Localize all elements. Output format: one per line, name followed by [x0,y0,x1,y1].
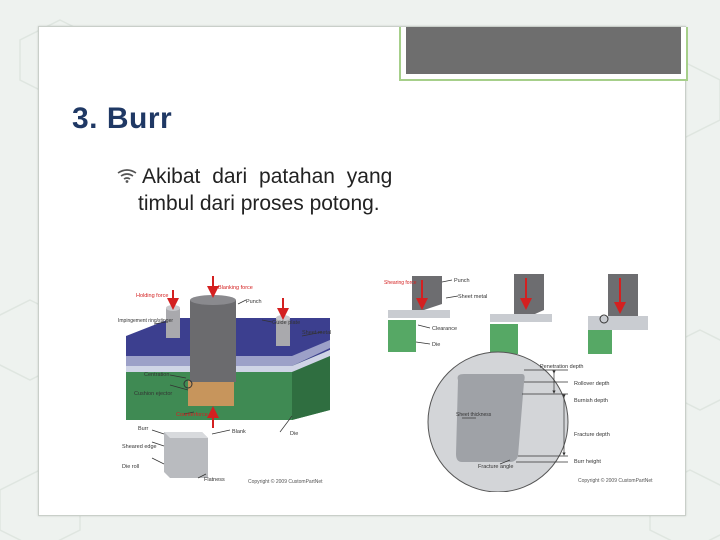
bullet-text-line-2: timbul dari proses potong. [138,192,380,215]
label-cushion-ejector: Cushion ejector [134,391,172,397]
label-burr-height: Burr height [574,459,601,465]
label-penetration-depth: Penetration depth [540,364,583,370]
copyright-left: Copyright © 2009 CustomPartNet [248,478,323,485]
slide-title: 3. Burr [72,102,173,135]
blanking-process-figure: Holding force Blanking force Punch Guide… [112,270,672,493]
figure-illustration: Holding force Blanking force Punch Guide… [118,274,653,493]
label-die-right: Die [432,342,440,348]
copyright-right: Copyright © 2009 CustomPartNet [578,477,653,484]
label-burnish-depth: Burnish depth [574,398,608,404]
bullet-point: Akibat dari patahan yang timbul dari pro… [116,163,446,217]
label-fracture-depth: Fracture depth [574,432,610,438]
right-shearing-steps: Shearing force Punch Sheet metal Clearan… [384,274,648,354]
label-guide-plate: Guide plate [272,320,300,326]
right-blank-cross-section: Penetration depth Rollover depth Burnish… [427,351,653,493]
label-sheet-thickness: Sheet thickness [456,412,492,418]
label-punch-left: Punch [246,299,262,305]
bullet-text-line-1: Akibat dari patahan yang [142,165,393,188]
slide-header-tab-fill [406,27,681,74]
label-die-roll: Die roll [122,464,139,470]
label-flatness: Flatness [204,477,225,483]
label-punch-right: Punch [454,278,470,284]
label-shearing-force: Shearing force [384,280,417,286]
slide-header-tab [399,27,688,81]
label-die-left: Die [290,431,298,437]
slide-card [38,26,688,516]
label-rollover-depth: Rollover depth [574,381,609,387]
label-sheet-metal-right: Sheet metal [458,294,487,300]
label-impingement: Impingement ring/stinger [118,318,173,324]
label-blanking-force: Blanking force [218,285,253,291]
label-sheet-metal-left: Sheet metal [302,330,331,336]
label-counterforce: Counterforce [176,412,208,418]
label-clearance: Clearance [432,326,457,332]
label-fracture-angle: Fracture angle [478,464,513,470]
label-burr: Burr [138,426,149,432]
label-centration: Centration [144,372,169,378]
wifi-bullet-icon [117,169,137,183]
label-sheared-edge: Sheared edge [122,444,157,450]
label-blank: Blank [232,429,246,435]
label-holding-force: Holding force [136,293,168,299]
left-blanking-illustration: Holding force Blanking force Punch Guide… [118,276,331,485]
